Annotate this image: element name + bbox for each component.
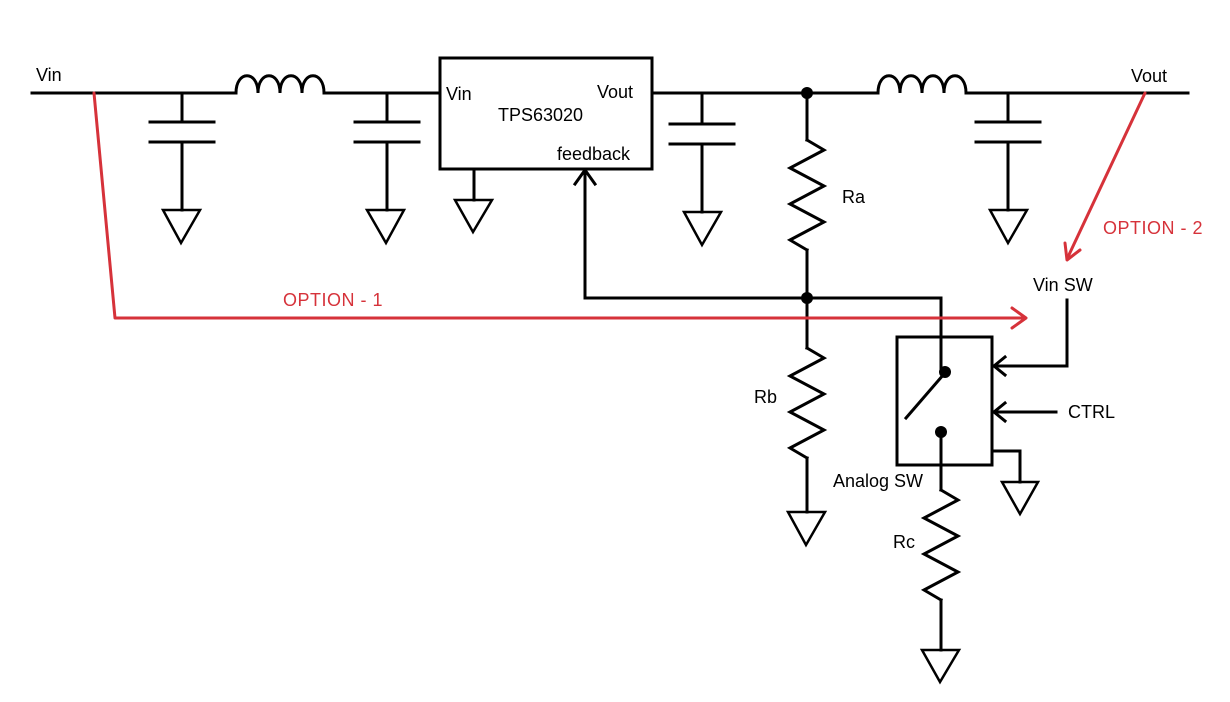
option-1-label: OPTION - 1: [283, 290, 383, 310]
ra-label: Ra: [842, 187, 866, 207]
input-capacitor-1: [148, 91, 216, 246]
analog-sw-label: Analog SW: [833, 471, 923, 491]
option-2-label: OPTION - 2: [1103, 218, 1203, 238]
chip-vout-pin-label: Vout: [597, 82, 633, 102]
vout-junction-dot: [801, 87, 813, 99]
vin-label: Vin: [36, 65, 62, 85]
rb-label: Rb: [754, 387, 777, 407]
resistor-ra: [786, 91, 828, 350]
vin-sw-label: Vin SW: [1033, 275, 1093, 295]
output-capacitor-2: [974, 91, 1042, 246]
rc-label: Rc: [893, 532, 915, 552]
analog-switch: [895, 298, 1069, 517]
switch-contact-top: [939, 366, 951, 378]
ctrl-label: CTRL: [1068, 402, 1115, 422]
chip-ground-symbol: [452, 198, 495, 235]
resistor-rc: [919, 430, 962, 685]
output-capacitor-1: [668, 91, 736, 248]
chip-name-label: TPS63020: [498, 105, 583, 125]
option-1-arrow: [92, 91, 1028, 330]
vout-label: Vout: [1131, 66, 1167, 86]
input-capacitor-2: [353, 91, 421, 246]
output-inductor: [858, 74, 968, 95]
chip-vin-pin-label: Vin: [446, 84, 472, 104]
feedback-line: [572, 167, 943, 370]
input-inductor: [213, 74, 343, 95]
tps63020-chip: [438, 56, 654, 235]
resistor-rb: [785, 345, 828, 548]
chip-feedback-pin-label: feedback: [557, 144, 631, 164]
option-2-arrow: [1063, 91, 1147, 262]
